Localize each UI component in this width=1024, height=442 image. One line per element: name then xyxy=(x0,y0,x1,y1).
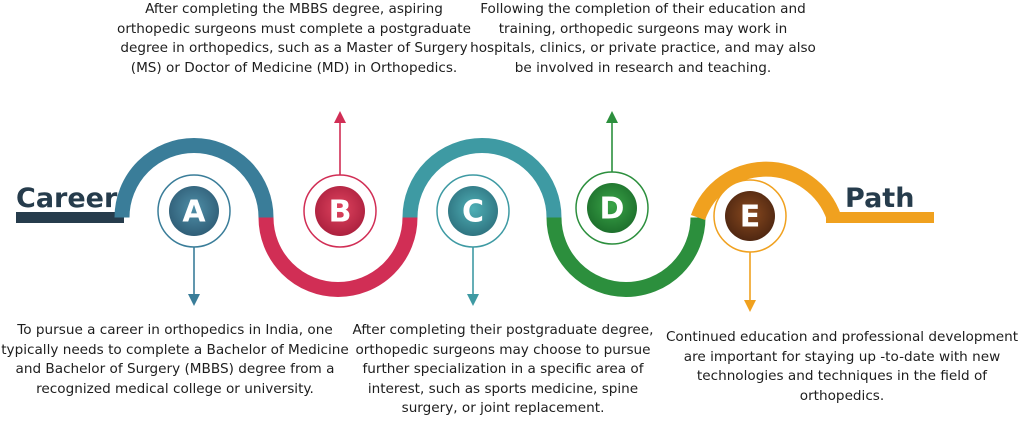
title-career: Career xyxy=(16,183,118,214)
left-baseline xyxy=(16,212,124,223)
node-a-letter: A xyxy=(182,195,206,230)
step-a-description: To pursue a career in orthopedics in Ind… xyxy=(1,322,349,397)
arrowhead-c xyxy=(467,294,479,306)
step-d-description: Following the completion of their educat… xyxy=(470,1,816,76)
arrowhead-e xyxy=(744,300,756,312)
node-e: E xyxy=(713,179,787,253)
path-segment-a xyxy=(114,138,274,218)
node-b-letter: B xyxy=(329,195,352,230)
right-baseline xyxy=(826,212,934,223)
step-e-description: Continued education and professional dev… xyxy=(665,329,1019,404)
node-b: B xyxy=(303,174,377,248)
node-c: C xyxy=(436,174,510,248)
node-e-letter: E xyxy=(740,200,761,235)
step-b-description: After completing the MBBS degree, aspiri… xyxy=(117,1,471,76)
path-segment-b xyxy=(258,217,418,297)
arrowhead-a xyxy=(188,294,200,306)
node-d-letter: D xyxy=(600,192,625,227)
step-c-description: After completing their postgraduate degr… xyxy=(352,322,654,416)
arrowhead-d xyxy=(606,111,618,123)
arrowhead-b xyxy=(334,111,346,123)
path-segment-e xyxy=(690,161,842,221)
node-d: D xyxy=(575,171,649,245)
title-path: Path xyxy=(845,183,914,214)
path-segment-d xyxy=(546,217,706,297)
path-segment-c xyxy=(402,138,562,218)
node-c-letter: C xyxy=(462,195,484,230)
node-a: A xyxy=(157,174,231,248)
